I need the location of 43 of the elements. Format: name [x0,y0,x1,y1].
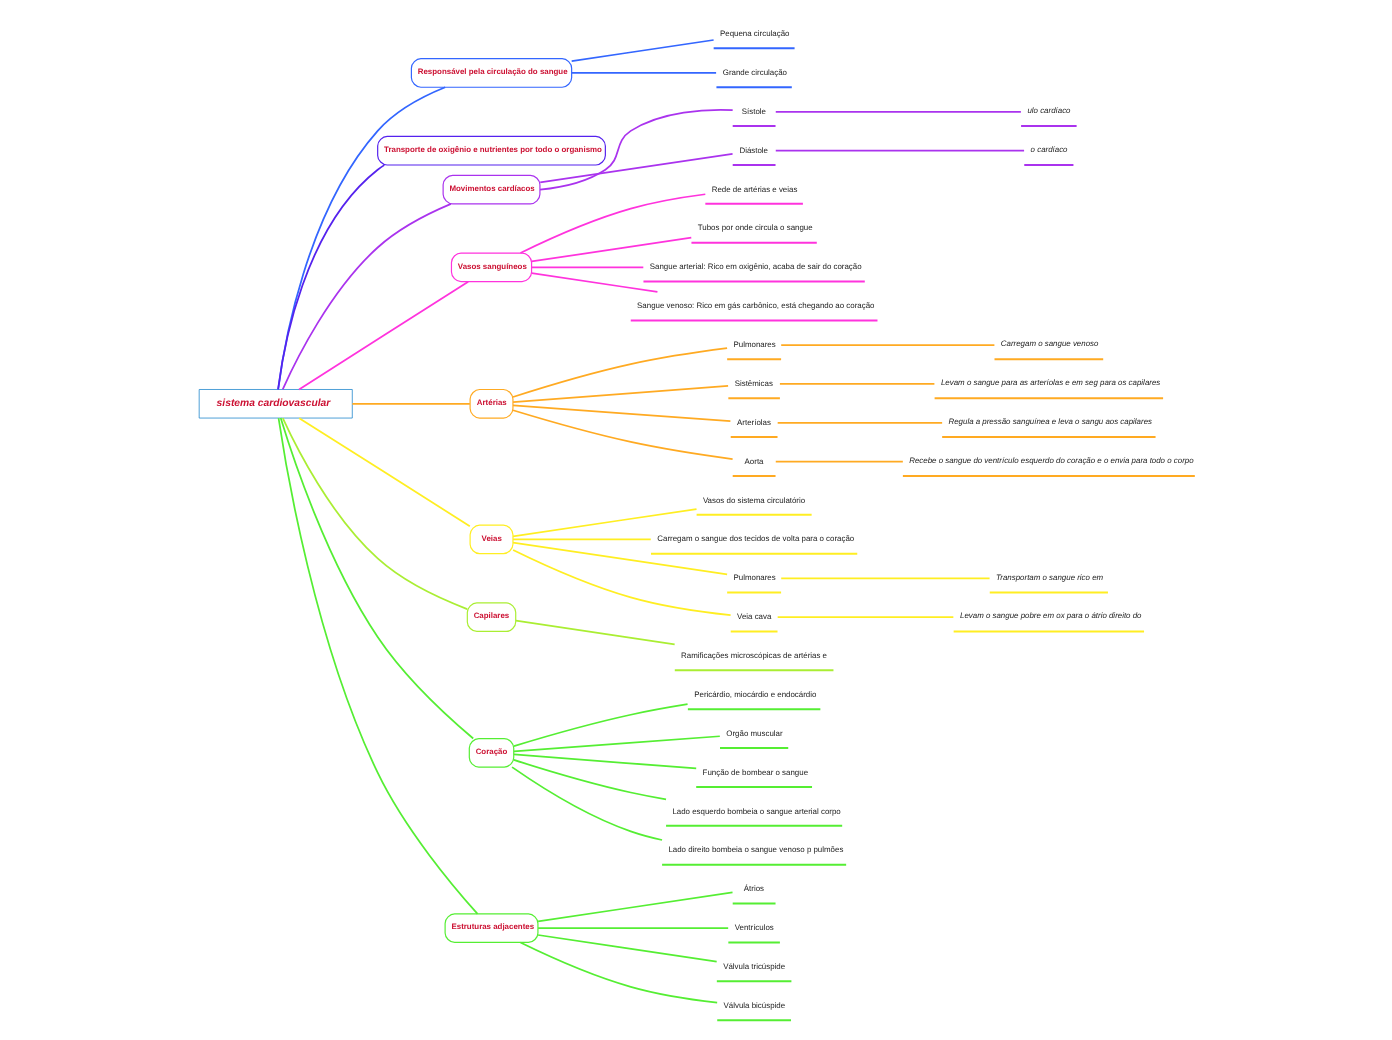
connector [779,344,995,346]
connector [511,549,731,616]
connector [511,538,651,541]
connector [297,280,469,391]
connector [538,152,733,184]
connector [536,934,717,963]
connector [775,616,954,619]
connector [297,417,470,528]
connector [512,753,697,770]
connector [518,193,706,254]
connector [511,508,697,538]
connector [773,110,1021,113]
connector [529,266,644,269]
connector [511,409,733,460]
connector [511,404,731,422]
connector [773,460,903,463]
connector [536,927,729,930]
connector [510,766,662,841]
connector [511,541,727,576]
connector [538,109,733,191]
connector [518,941,718,1004]
connector [276,86,446,391]
connector [511,385,728,404]
connector [514,619,675,646]
connector [778,383,935,385]
connector [350,402,470,405]
connector [276,417,478,915]
connector [512,735,720,753]
connector [512,703,688,747]
connector [773,149,1024,152]
connector [280,203,451,391]
connector [511,347,727,398]
connector [775,421,942,424]
connector [280,417,468,610]
connector [569,72,716,74]
connector [529,272,658,293]
connector [569,39,714,62]
connector [276,164,385,391]
connector [536,891,733,923]
connector [278,417,474,740]
connector [512,759,666,801]
connector [779,577,990,580]
connector [529,236,692,263]
